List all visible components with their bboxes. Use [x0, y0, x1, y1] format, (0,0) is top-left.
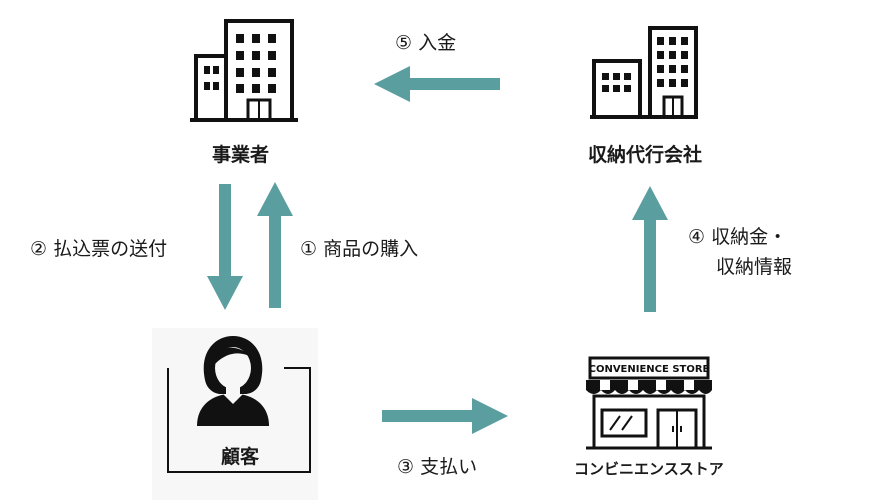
business-label: 事業者 [212, 144, 270, 166]
deposit-arrow [372, 64, 502, 104]
send-slip-label: ② 払込票の送付 [30, 238, 168, 260]
info-label-line1: ④ 収納金・ [688, 226, 788, 248]
store-sign-text: CONVENIENCE STORE [589, 364, 710, 375]
agency-label: 収納代行会社 [588, 144, 703, 166]
info-label-line2: 収納情報 [716, 256, 793, 278]
purchase-label: ① 商品の購入 [300, 238, 419, 260]
agency-building-icon [590, 25, 700, 121]
send-slip-arrow [205, 184, 245, 312]
payment-label: ③ 支払い [397, 456, 478, 478]
store-icon: CONVENIENCE STORE [582, 356, 716, 452]
business-building-icon [188, 18, 300, 124]
customer-label: 顧客 [221, 446, 260, 468]
store-label: コンビニエンスストア [574, 460, 724, 478]
person-icon [193, 334, 273, 426]
payment-arrow [380, 396, 510, 436]
purchase-arrow [255, 180, 295, 308]
info-arrow [630, 184, 670, 312]
customer-frame [166, 366, 314, 476]
deposit-label: ⑤ 入金 [395, 32, 457, 54]
